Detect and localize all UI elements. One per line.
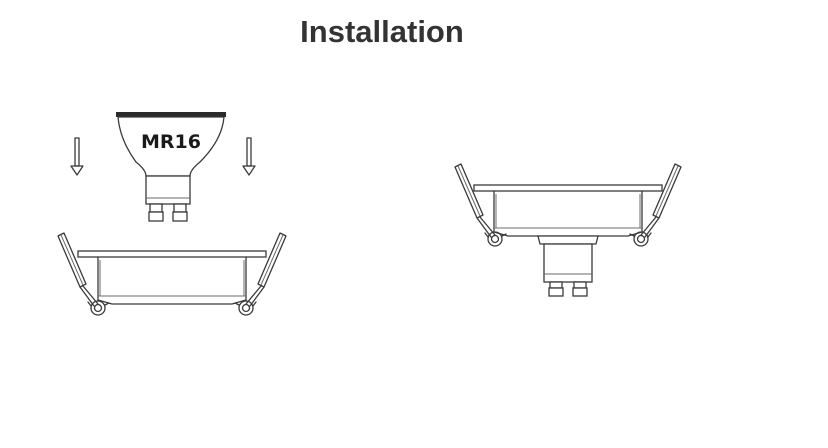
downlight-fixture — [77, 250, 267, 305]
bulb-label: MR16 — [141, 131, 201, 153]
step-insert-bulb: MR16 — [57, 112, 287, 316]
page-title: Installation — [300, 14, 464, 49]
mr16-bulb-base — [537, 235, 599, 297]
spring-clip-left — [57, 232, 110, 316]
down-arrow-icon — [242, 137, 256, 176]
downlight-fixture — [473, 184, 663, 237]
down-arrow-icon — [70, 137, 84, 176]
spring-clip-right — [234, 232, 287, 316]
step-installed — [454, 163, 682, 297]
mr16-bulb: MR16 — [116, 112, 226, 222]
